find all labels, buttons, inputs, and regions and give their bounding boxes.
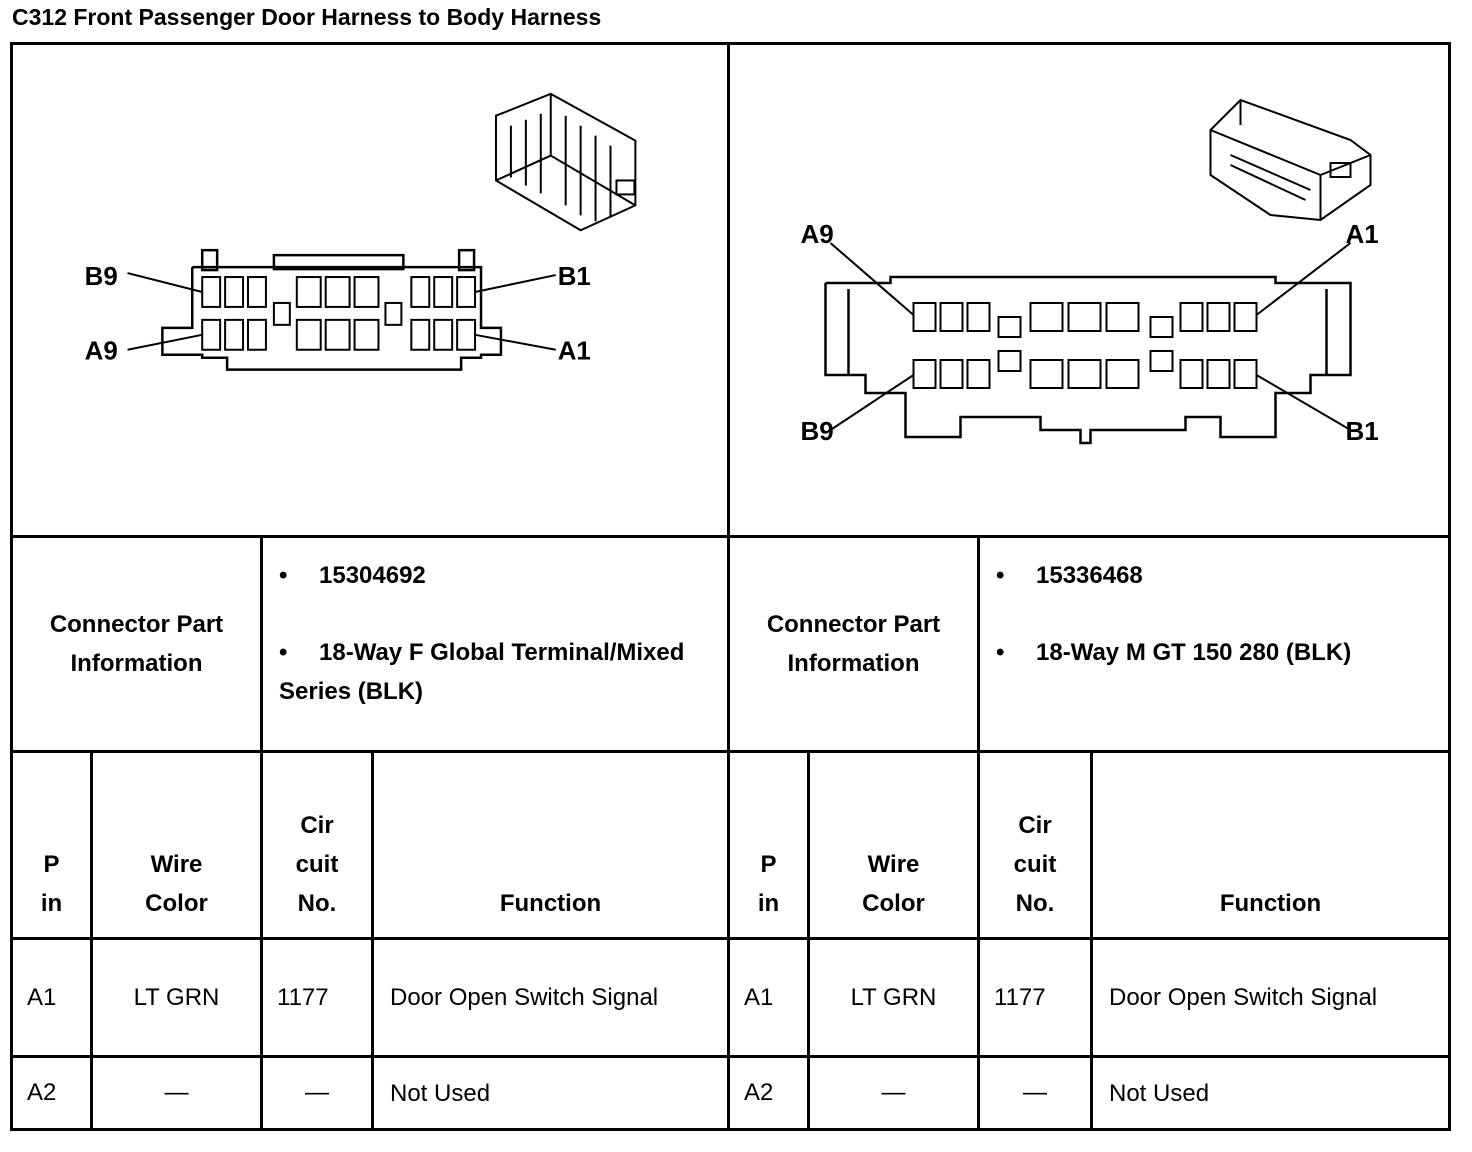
right-connector-part-info-label: Connector Part Information — [727, 535, 980, 753]
cell-wire-color: LT GRN — [90, 937, 263, 1058]
cell-pin: A2 — [727, 1055, 810, 1131]
cell-pin: A1 — [10, 937, 93, 1058]
left-connector-drawing: B9 B1 A9 A1 — [10, 42, 730, 538]
left-connector-3d-icon — [494, 92, 637, 232]
right-label-a1: A1 — [1346, 219, 1379, 249]
left-connector-part-numbers: •15304692 •18-Way F Global Terminal/Mixe… — [260, 535, 730, 753]
cell-function: Not Used — [371, 1055, 730, 1131]
cell-wire-color: — — [807, 1055, 980, 1131]
right-label-a9: A9 — [801, 219, 834, 249]
part-list-item: •15304692 — [279, 562, 426, 589]
left-connector-svg: B9 B1 A9 A1 — [85, 92, 637, 371]
right-label-b1: B1 — [1346, 416, 1379, 446]
right-connector-svg: A9 A1 B9 B1 — [801, 98, 1379, 446]
cell-function: Door Open Switch Signal — [1090, 937, 1451, 1058]
left-label-a9: A9 — [85, 338, 118, 366]
left-connector-face — [127, 248, 556, 371]
header-function: Function — [1090, 750, 1451, 940]
cell-function: Door Open Switch Signal — [371, 937, 730, 1058]
cell-wire-color: LT GRN — [807, 937, 980, 1058]
cell-circuit: — — [260, 1055, 374, 1131]
cell-circuit: 1177 — [260, 937, 374, 1058]
table-row: A1 LT GRN 1177 Door Open Switch Signal A… — [10, 937, 1451, 1058]
cell-circuit: — — [977, 1055, 1093, 1131]
right-connector-part-numbers: •15336468 •18-Way M GT 150 280 (BLK) — [977, 535, 1451, 753]
cell-function: Not Used — [1090, 1055, 1451, 1131]
right-label-b9: B9 — [801, 416, 834, 446]
left-label-a1: A1 — [558, 338, 591, 366]
right-connector-3d-icon — [1209, 98, 1372, 222]
left-connector-part-info-label: Connector Part Information — [10, 535, 263, 753]
part-list-item: •18-Way M GT 150 280 (BLK) — [996, 639, 1352, 666]
page-title: C312 Front Passenger Door Harness to Bod… — [12, 4, 602, 30]
connector-table: B9 B1 A9 A1 — [10, 42, 1451, 1131]
right-connector-drawing: A9 A1 B9 B1 — [727, 42, 1451, 538]
left-label-b1: B1 — [558, 263, 591, 291]
right-connector-face — [824, 242, 1352, 445]
cell-pin: A2 — [10, 1055, 93, 1131]
header-function: Function — [371, 750, 730, 940]
part-list-item: •15336468 — [996, 562, 1143, 589]
left-label-b9: B9 — [85, 263, 118, 291]
cell-pin: A1 — [727, 937, 810, 1058]
cell-circuit: 1177 — [977, 937, 1093, 1058]
part-list-item: •18-Way F Global Terminal/Mixed Series (… — [279, 639, 685, 705]
cell-wire-color: — — [90, 1055, 263, 1131]
table-row: A2 — — Not Used A2 — — Not Used — [10, 1055, 1451, 1131]
